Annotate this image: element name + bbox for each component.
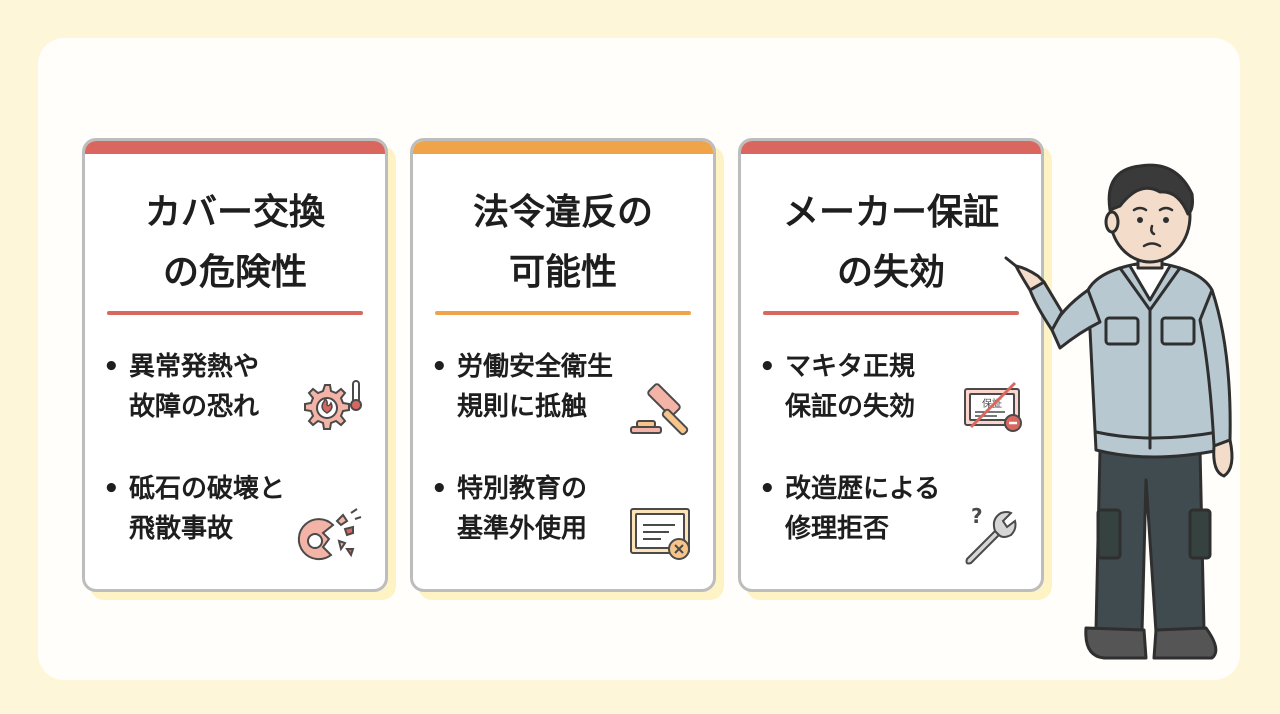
- card-divider: [435, 311, 691, 315]
- bullet-text: 改造歴による 修理拒否: [785, 474, 941, 544]
- overheat-gear-icon: [299, 377, 365, 437]
- bullet-item: • 改造歴による 修理拒否: [759, 469, 959, 549]
- card-title: メーカー保証 の失効: [782, 192, 999, 293]
- card-cover-replacement: カバー交換 の危険性 • 異常発熱や 故障の恐れ • 砥石の破壊と 飛散事故: [82, 138, 388, 592]
- bullet-item: • 労働安全衛生 規則に抵触: [431, 347, 631, 427]
- bullet-dot: •: [759, 352, 776, 382]
- bullet-dot: •: [103, 352, 120, 382]
- card-legal-violation: 法令違反の 可能性 • 労働安全衛生 規則に抵触 • 特別教育の 基準外使用: [410, 138, 716, 592]
- bullet-text: 砥石の破壊と 飛散事故: [129, 474, 286, 544]
- card-warranty-void: メーカー保証 の失効 • マキタ正規 保証の失効 保証 • 改造歴による 修理拒…: [738, 138, 1044, 592]
- bullet-text: 異常発熱や 故障の恐れ: [129, 352, 260, 422]
- worker-illustration: [1000, 150, 1240, 670]
- card-accent-bar: [741, 141, 1041, 154]
- bullet-dot: •: [103, 474, 120, 504]
- question-mark: ?: [971, 504, 983, 528]
- card-title: 法令違反の 可能性: [472, 192, 653, 293]
- bullet-item: • 特別教育の 基準外使用: [431, 469, 631, 549]
- bullet-text: 労働安全衛生 規則に抵触: [457, 352, 614, 422]
- void-warranty-icon: 保証: [961, 377, 1027, 439]
- bullet-dot: •: [759, 474, 776, 504]
- invalid-certificate-icon: [627, 503, 697, 563]
- bullet-text: 特別教育の 基準外使用: [457, 474, 588, 544]
- card-accent-bar: [85, 141, 385, 154]
- card-accent-bar: [413, 141, 713, 154]
- bullet-item: • 異常発熱や 故障の恐れ: [103, 347, 303, 427]
- gavel-icon: [627, 377, 701, 441]
- card-divider: [107, 311, 363, 315]
- broken-disc-icon: [293, 505, 365, 571]
- bullet-item: • マキタ正規 保証の失効: [759, 347, 959, 427]
- card-divider: [763, 311, 1019, 315]
- bullet-item: • 砥石の破壊と 飛散事故: [103, 469, 303, 549]
- card-title: カバー交換 の危険性: [144, 192, 325, 293]
- bullet-dot: •: [431, 352, 448, 382]
- wrench-question-icon: ?: [955, 503, 1027, 567]
- bullet-dot: •: [431, 474, 448, 504]
- bullet-text: マキタ正規 保証の失効: [785, 352, 916, 422]
